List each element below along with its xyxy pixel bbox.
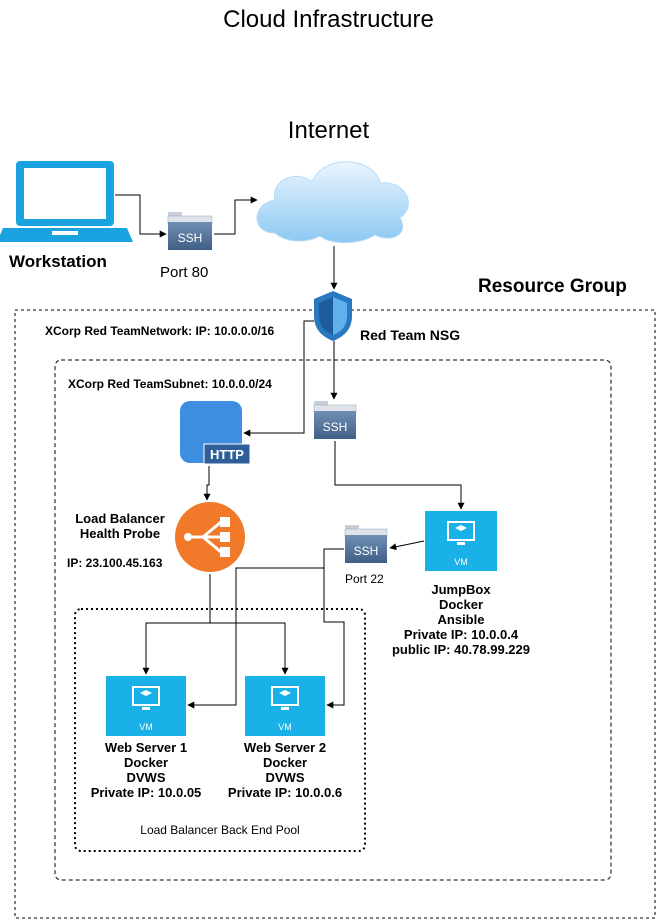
connector-port22-web1: [187, 548, 344, 709]
web2-dvws: DVWS: [265, 770, 305, 785]
load-balancer-label-line: Load Balancer: [75, 511, 165, 526]
cloud-icon: [256, 161, 409, 244]
load-balancer-icon: [175, 502, 245, 572]
backend-pool-label: Load Balancer Back End Pool: [140, 823, 300, 837]
load-balancer-label: Load Balancer Health Probe: [60, 511, 180, 541]
web1-private-ip: Private IP: 10.0.05: [90, 785, 202, 800]
web-server-2-label: Web Server 2 Docker DVWS Private IP: 10.…: [215, 740, 355, 800]
ssh-folder-icon: SSH: [313, 401, 357, 439]
web2-docker: Docker: [262, 755, 308, 770]
connector-workstation-ssh: [115, 194, 167, 238]
workstation-label: Workstation: [9, 252, 107, 271]
port-80-label: Port 80: [160, 264, 209, 281]
jumpbox-docker: Docker: [438, 597, 484, 612]
svg-text:VM: VM: [139, 722, 153, 732]
svg-text:SSH: SSH: [354, 544, 379, 558]
web1-name: Web Server 1: [104, 740, 188, 755]
connector-http-lb: [203, 466, 211, 501]
http-app-icon: HTTP: [180, 401, 251, 465]
web-server-1-label: Web Server 1 Docker DVWS Private IP: 10.…: [76, 740, 216, 800]
network-label: XCorp Red TeamNetwork: IP: 10.0.0.0/16: [45, 324, 275, 338]
jumpbox-private-ip: Private IP: 10.0.0.4: [403, 627, 519, 642]
web1-dvws: DVWS: [126, 770, 166, 785]
jumpbox-vm-icon: VM: [425, 511, 497, 571]
connector-jumpbox-port22: [389, 540, 425, 551]
connector-lb-web1: [142, 574, 211, 675]
port-22-label: Port 22: [345, 572, 384, 586]
svg-text:HTTP: HTTP: [210, 447, 244, 462]
svg-text:SSH: SSH: [178, 231, 203, 245]
jumpbox-label: JumpBox Docker Ansible Private IP: 10.0.…: [381, 582, 541, 657]
jumpbox-ansible: Ansible: [437, 612, 485, 627]
connector-nsg-http: [243, 320, 314, 437]
internet-label: Internet: [287, 117, 370, 144]
web-server-1-vm-icon: VM: [106, 676, 186, 736]
backend-pool-boundary: [74, 608, 366, 852]
web2-private-ip: Private IP: 10.0.0.6: [227, 785, 343, 800]
nsg-label: Red Team NSG: [360, 327, 461, 343]
svg-text:VM: VM: [454, 557, 468, 567]
laptop-icon: [0, 161, 133, 242]
connector-ssh-jumpbox: [334, 441, 465, 510]
svg-text:SSH: SSH: [323, 420, 348, 434]
web-server-2-vm-icon: VM: [245, 676, 325, 736]
jumpbox-public-ip: public IP: 40.78.99.229: [391, 642, 531, 657]
jumpbox-name: JumpBox: [431, 582, 491, 597]
shield-icon: [314, 291, 352, 341]
resource-group-label: Resource Group: [478, 276, 627, 297]
page-title: Cloud Infrastructure: [223, 6, 434, 33]
ssh-folder-icon: SSH: [167, 212, 213, 250]
subnet-label: XCorp Red TeamSubnet: 10.0.0.0/24: [68, 377, 272, 391]
connector-lb-web2: [210, 622, 289, 675]
ssh-folder-icon: SSH: [344, 525, 388, 563]
web2-name: Web Server 2: [243, 740, 327, 755]
subnet-boundary: [54, 359, 612, 881]
health-probe-label-line: Health Probe: [79, 526, 161, 541]
svg-text:VM: VM: [278, 722, 292, 732]
connector-port22-web2: [323, 568, 345, 709]
web1-docker: Docker: [123, 755, 169, 770]
lb-ip-label: IP: 23.100.45.163: [67, 556, 163, 570]
connector-ssh-internet: [214, 196, 258, 235]
